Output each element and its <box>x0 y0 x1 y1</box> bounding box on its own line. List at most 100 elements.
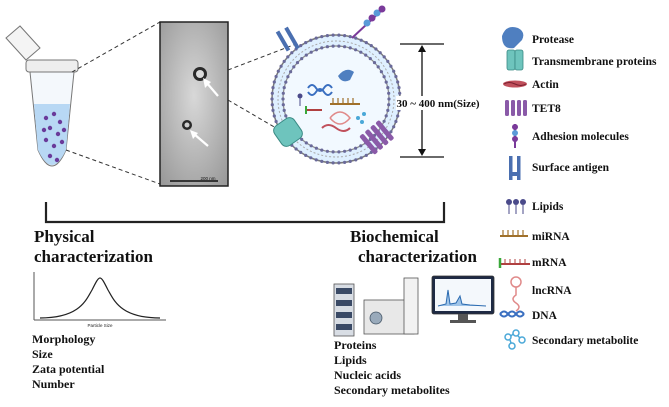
legend-label: Transmembrane proteins <box>532 56 657 68</box>
lipid-head <box>281 91 285 95</box>
lipid-head <box>304 41 308 45</box>
lipid-head <box>271 108 275 112</box>
lipid-head <box>343 34 347 38</box>
sample-tube-icon <box>5 25 79 167</box>
lipid-head <box>369 44 373 48</box>
distribution-curve <box>39 277 161 319</box>
lipid-head <box>314 146 318 150</box>
lipid-head <box>368 57 372 61</box>
tet8-icon <box>359 120 394 155</box>
lipid-head <box>348 148 352 152</box>
lipid-head <box>378 51 382 55</box>
lipid-head <box>343 160 347 164</box>
lipid-head <box>382 75 386 79</box>
lipid-head <box>282 59 286 64</box>
characterization-bracket <box>44 202 446 224</box>
lipid-head <box>364 53 368 57</box>
lipid-head <box>343 149 347 153</box>
legend-label: lncRNA <box>532 285 572 297</box>
lipid-head <box>398 91 402 95</box>
lipid-head <box>359 156 363 160</box>
lipid-head <box>348 46 352 50</box>
lipid-head <box>325 45 329 49</box>
biochemical-item: Nucleic acids <box>334 368 401 382</box>
lipid-head <box>292 65 296 69</box>
size-label: 30 ~ 400 nm(Size) <box>396 98 479 110</box>
lipid-head <box>387 91 391 95</box>
lipid-head <box>386 86 390 90</box>
lipid-head <box>364 41 368 45</box>
lipid-head <box>392 69 396 73</box>
lipid-head <box>300 137 304 141</box>
lipid-head <box>290 51 294 55</box>
lipid-head <box>372 61 377 65</box>
lipid-head <box>304 53 308 57</box>
legend-label: Lipids <box>532 201 564 213</box>
physical-title-line2: characterization <box>34 247 153 266</box>
lipid-head <box>396 80 400 84</box>
lipid-icon <box>506 199 526 214</box>
lipid-head <box>289 70 293 74</box>
legend-label: Actin <box>532 79 559 91</box>
biochemical-item: Proteins <box>334 338 377 352</box>
lipid-head <box>299 44 303 48</box>
extracellular-vesicle <box>270 5 402 165</box>
vesicle-dots <box>41 111 67 163</box>
tet8-icon <box>505 100 527 116</box>
lipid-head <box>331 33 335 37</box>
lipid-head <box>282 86 286 90</box>
lipid-head <box>382 119 386 123</box>
lipid-head <box>386 59 390 64</box>
biochemical-title-line2: characterization <box>358 247 477 266</box>
lipid-head <box>354 146 358 150</box>
biochemical-item: Lipids <box>334 353 367 367</box>
physical-list: Morphology Size Zata potential Number <box>32 332 105 391</box>
lipid-head <box>284 80 288 84</box>
legend-label: mRNA <box>532 257 567 269</box>
lipid-head <box>270 103 274 107</box>
legend-label: Adhesion molecules <box>532 131 629 143</box>
lipid-head <box>325 149 329 153</box>
transmembrane-protein-icon <box>273 117 303 147</box>
lipid-head <box>387 97 391 101</box>
physical-item: Zata potential <box>32 362 105 376</box>
lipid-head <box>392 125 396 129</box>
lipid-head <box>320 46 324 50</box>
lipid-head <box>389 64 393 68</box>
lipid-head <box>284 114 288 118</box>
lipid-head <box>374 47 378 51</box>
lipid-head <box>300 57 304 61</box>
lipid-head <box>286 55 290 59</box>
lipid-head <box>281 97 285 101</box>
surface-antigen-icon <box>275 26 300 52</box>
lipid-head <box>286 75 290 79</box>
lipid-head <box>274 74 278 79</box>
lipid-head <box>384 80 388 84</box>
em-micrograph: 200 nm <box>159 21 229 187</box>
biochemical-list: Proteins Lipids Nucleic acids Secondary … <box>334 338 450 397</box>
lipid-head <box>331 150 335 154</box>
lipid-head <box>354 158 358 162</box>
lipid-head <box>389 130 393 134</box>
lipid-head <box>309 156 313 160</box>
lipid-head <box>396 114 400 118</box>
physical-item: Number <box>32 377 75 391</box>
mrna-icon <box>498 258 530 268</box>
lipid-head <box>271 86 275 90</box>
lipid-head <box>348 35 352 39</box>
lipid-head <box>309 144 313 148</box>
lipid-head <box>343 45 347 49</box>
lipid-head <box>304 141 308 145</box>
legend-label: DNA <box>532 310 558 322</box>
lipid-head <box>337 150 341 154</box>
lipid-head <box>325 34 329 38</box>
lipid-head <box>325 160 329 164</box>
lipid-head <box>294 147 298 151</box>
lipid-head <box>282 108 286 112</box>
lipid-head <box>276 69 280 73</box>
lipid-head <box>272 80 276 84</box>
biochemical-item: Secondary metabolites <box>334 383 450 397</box>
lipid-head <box>314 36 318 40</box>
secondary-metabolite-icon <box>504 329 526 350</box>
